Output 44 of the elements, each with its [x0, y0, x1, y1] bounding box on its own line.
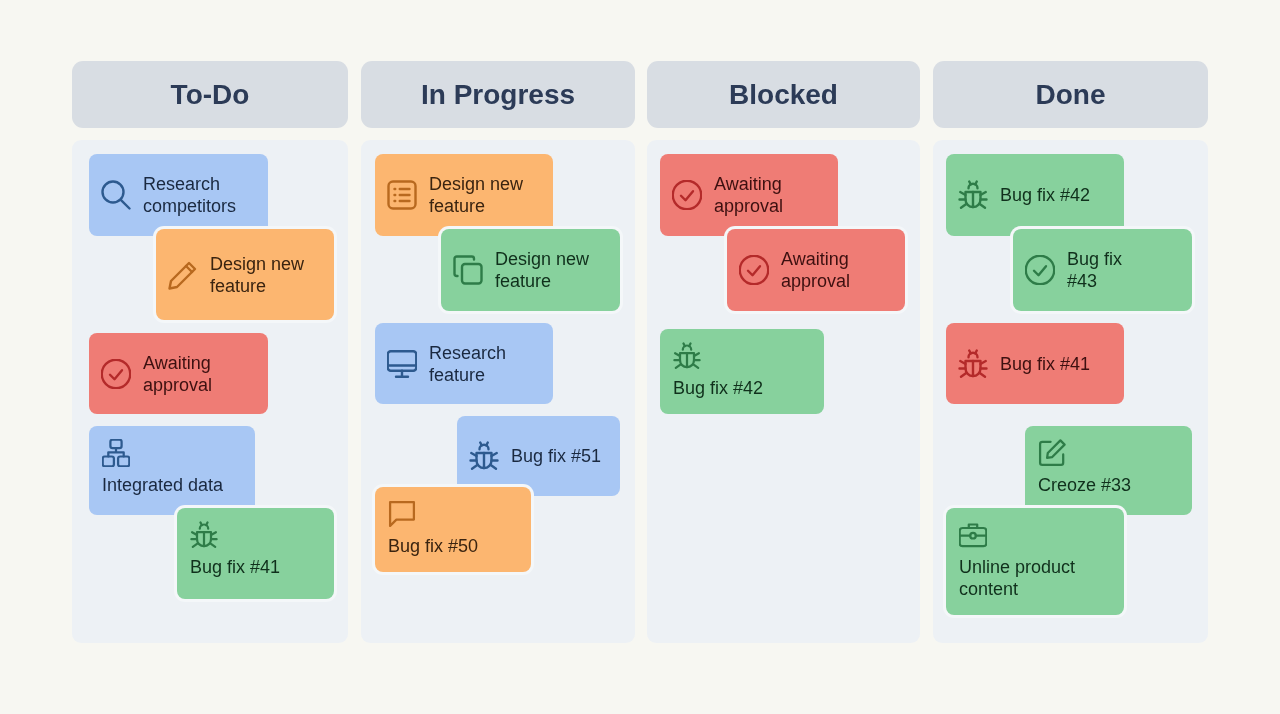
card-title: Creoze #33 [1038, 474, 1133, 496]
task-card [660, 154, 838, 236]
task-card [177, 508, 334, 599]
card-title: Awaiting approval [143, 351, 214, 396]
task-card [946, 323, 1124, 404]
task-card [375, 154, 553, 236]
column-header: To-Do [72, 61, 348, 128]
task-card [660, 329, 824, 414]
column-panel [72, 140, 348, 643]
card-title: Bug fix #41 [190, 556, 282, 578]
column-panel [647, 140, 920, 643]
task-card [89, 426, 255, 515]
card-title: Design new feature [210, 252, 306, 297]
column-panel [933, 140, 1208, 643]
task-card [727, 229, 905, 311]
card-title: Awaiting approval [714, 173, 785, 217]
card-title: Bug fix #41 [1000, 352, 1091, 375]
card-title: Bug fix #50 [388, 535, 480, 557]
card-title: Bug fix #43 [1067, 248, 1124, 292]
task-card [457, 416, 620, 496]
task-card [441, 229, 620, 311]
column-header: Blocked [647, 61, 920, 128]
task-card [89, 333, 268, 414]
card-title: Unline product content [959, 556, 1077, 600]
task-card [946, 508, 1124, 615]
column-header: Done [933, 61, 1208, 128]
column-header: In Progress [361, 61, 635, 128]
task-card [946, 154, 1124, 236]
task-card [1025, 426, 1192, 515]
card-title: Design new feature [495, 248, 591, 292]
column-panel [361, 140, 635, 643]
card-title: Research feature [429, 341, 508, 386]
card-title: Bug fix #42 [1000, 184, 1091, 206]
card-title: Bug fix #42 [673, 377, 765, 399]
task-card [156, 229, 334, 320]
task-card [1013, 229, 1192, 311]
card-title: Bug fix #51 [511, 445, 602, 467]
card-title: Integrated data [102, 474, 225, 496]
task-card [375, 323, 553, 404]
task-card [375, 487, 531, 572]
card-title: Awaiting approval [781, 248, 852, 292]
card-title: Research competitors [143, 173, 238, 217]
task-card [89, 154, 268, 236]
card-title: Design new feature [429, 173, 525, 217]
